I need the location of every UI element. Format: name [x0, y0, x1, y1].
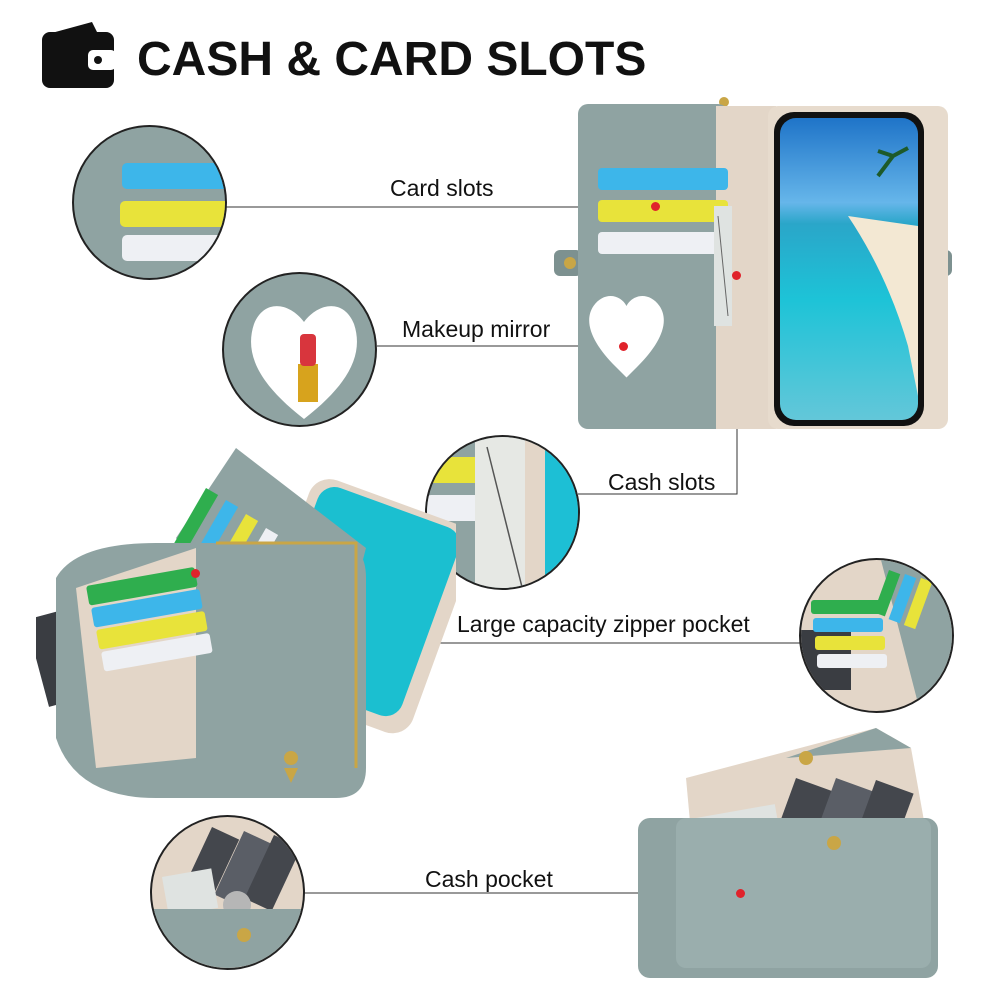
cash-pocket-marker	[736, 889, 745, 898]
zipper-pocket-detail-circle	[799, 558, 954, 713]
makeup-mirror-label: Makeup mirror	[402, 316, 551, 342]
zipper-wallet	[25, 438, 475, 810]
makeup-mirror-detail-circle	[222, 272, 377, 427]
zipper-pocket-marker	[191, 569, 200, 578]
page-title: CASH & CARD SLOTS	[137, 33, 647, 86]
cash-pocket-label: Cash pocket	[425, 866, 553, 892]
cash-slots-label: Cash slots	[608, 469, 716, 495]
card-slots-label: Card slots	[390, 175, 494, 201]
cash-pocket-detail-circle	[150, 815, 305, 970]
card-slots-detail-circle	[72, 125, 227, 280]
cash-pocket-wallet	[636, 718, 961, 980]
card-slots-marker	[651, 202, 660, 211]
wallet-icon	[40, 18, 120, 90]
phone-case-open	[548, 96, 958, 436]
cash-slots-marker	[732, 271, 741, 280]
mirror-marker	[619, 342, 628, 351]
zipper-pocket-label: Large capacity zipper pocket	[457, 611, 750, 637]
